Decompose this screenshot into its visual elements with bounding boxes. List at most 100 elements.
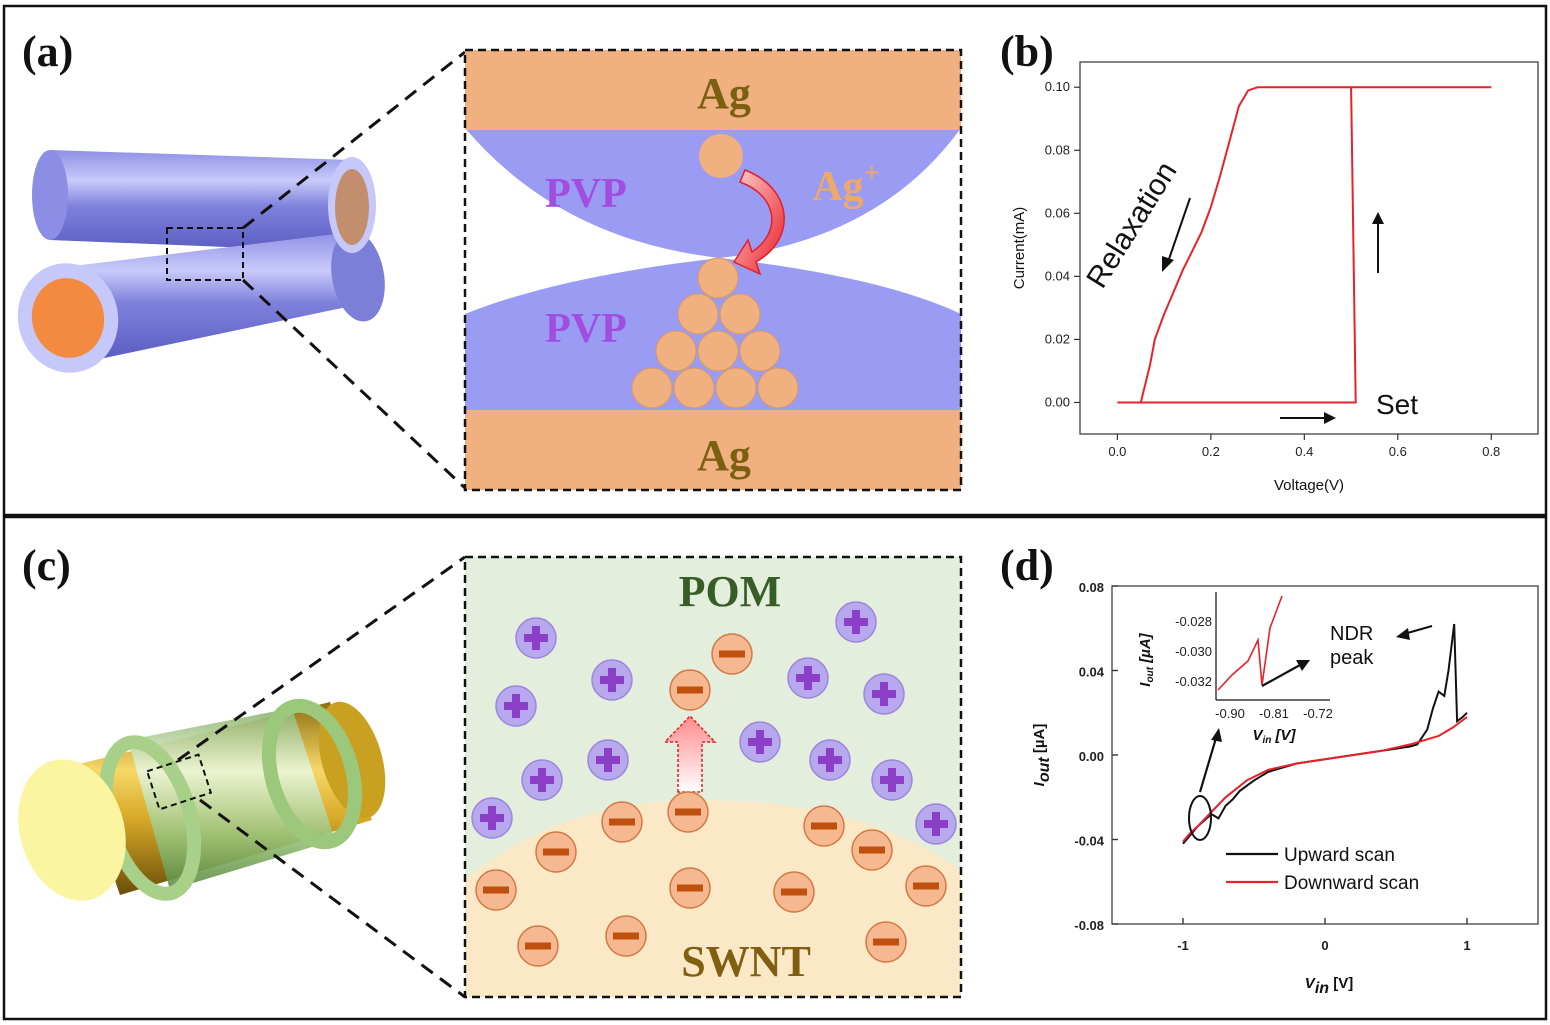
plus-sign [872, 682, 896, 706]
x-tick-label: 0.2 [1202, 444, 1220, 459]
highlight-ellipse [1188, 795, 1212, 841]
set-label: Set [1376, 389, 1418, 420]
filament-atom [715, 367, 757, 409]
ndr-label: NDR [1330, 623, 1373, 645]
inset-x-label: Vin [V] [1252, 727, 1296, 746]
filament-atom [631, 367, 673, 409]
green-shell-far-rim [261, 698, 363, 850]
green-shell [128, 708, 335, 890]
iv-curve [1117, 86, 1492, 404]
top-electrode-label: Ag [697, 69, 751, 118]
minus-sign [543, 848, 569, 856]
plus-sign [480, 806, 504, 830]
inset-x-tick: -0.72 [1303, 706, 1333, 721]
relaxation-label: Relaxation [1080, 156, 1183, 294]
minus-sign [677, 686, 703, 694]
plus-sign [524, 626, 548, 650]
minus-sign [525, 942, 551, 950]
pom-label: POM [679, 567, 782, 616]
filament-atom [719, 293, 761, 335]
filament-atom [677, 293, 719, 335]
panel-c-letter: (c) [22, 541, 71, 590]
y-tick-label: 0.00 [1045, 394, 1070, 409]
x-axis-label: Voltage(V) [1274, 477, 1344, 494]
lower-nanowire-back-end [331, 230, 385, 322]
filament-atom [739, 330, 781, 372]
minus-sign [483, 886, 509, 894]
inset-curve [1217, 595, 1283, 691]
y-tick-label: 0.00 [1079, 749, 1104, 764]
zoom-line [199, 798, 466, 999]
x-tick-label: 0.6 [1389, 444, 1407, 459]
top-panel-frame [2, 4, 1548, 517]
minus-sign [913, 882, 939, 890]
gap-left [465, 128, 720, 314]
y-axis-label: Current(mA) [1011, 207, 1028, 290]
inset-y-tick: -0.028 [1175, 614, 1212, 629]
y-tick-label: 0.08 [1045, 142, 1070, 157]
bottom-panel-frame [2, 515, 1548, 1021]
panel-b-letter: (b) [1000, 27, 1054, 76]
upper-nanowire-core [335, 169, 369, 245]
lower-nanowire-core [31, 278, 105, 358]
upward-charge-arrow [663, 714, 717, 793]
y-tick-label: 0.04 [1079, 665, 1105, 680]
filament-atom [757, 367, 799, 409]
y-tick-label: 0.08 [1079, 580, 1104, 595]
peak-label: peak [1330, 647, 1374, 669]
ellipse-pointer-arrowhead [1211, 728, 1222, 742]
x-tick-label: 0.8 [1482, 444, 1500, 459]
relaxation-arrow [1167, 197, 1191, 263]
minus-sign [811, 822, 837, 830]
x-axis-label: Vin [V] [1305, 975, 1353, 997]
panel-d-letter: (d) [1000, 541, 1054, 590]
x-tick-label: 1 [1463, 938, 1470, 953]
plus-sign [818, 748, 842, 772]
x-tick-label: 0.0 [1108, 444, 1126, 459]
swnt-region [465, 800, 961, 997]
gap-right [720, 128, 961, 314]
y-tick-label: 0.04 [1045, 268, 1070, 283]
legend-label: Upward scan [1284, 845, 1395, 866]
ellipse-pointer-arrow [1198, 737, 1218, 793]
filament-atom [655, 330, 697, 372]
plus-sign [748, 730, 772, 754]
plus-sign [924, 812, 948, 836]
inset-x-tick: -0.81 [1259, 706, 1289, 721]
junction-inset-a: Ag Ag PVP PVP Ag+ [463, 48, 963, 492]
silver-ion [699, 134, 743, 178]
y-tick-label: -0.08 [1074, 918, 1104, 933]
minus-sign [781, 888, 807, 896]
silver-filament [631, 257, 799, 409]
inset-x-tick: -0.90 [1215, 706, 1245, 721]
chart-d-inset: -0.028 -0.030 -0.032 -0.90 -0.81 -0.72 V… [1137, 592, 1333, 746]
zoom-line [242, 50, 466, 230]
filament-atom [673, 367, 715, 409]
minus-sign [613, 932, 639, 940]
plus-sign [504, 694, 528, 718]
bottom-electrode-label: Ag [697, 431, 751, 480]
zoom-line [241, 278, 467, 490]
rise-arrowhead [1372, 212, 1384, 224]
panel-a-letter: (a) [22, 27, 73, 76]
plus-sign [530, 768, 554, 792]
junction-inset-c: POM SWNT [463, 555, 963, 999]
set-arrowhead [1324, 412, 1336, 424]
zoom-line [177, 555, 466, 762]
inset-y-label: Iout [µA] [1137, 632, 1156, 686]
upper-nanowire-back-end [32, 150, 68, 240]
minus-sign [609, 818, 635, 826]
inset-pointer-arrowhead [1296, 660, 1310, 671]
minus-sign [859, 846, 885, 854]
x-tick-label: 0 [1321, 938, 1328, 953]
junction-box [166, 227, 244, 281]
minus-sign [873, 938, 899, 946]
chart-b-frame [1079, 61, 1539, 435]
scan-curve [1182, 716, 1468, 843]
plus-sign [600, 668, 624, 692]
inset-c-border [463, 555, 963, 999]
gold-rod-near-end [18, 759, 126, 901]
